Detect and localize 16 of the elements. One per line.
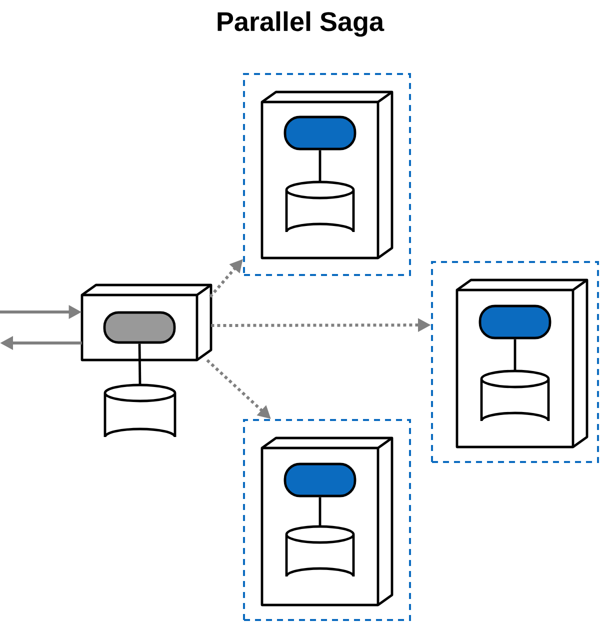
- connector-line: [318, 150, 322, 182]
- title: Parallel Saga: [218, 11, 384, 37]
- database-cylinder: [480, 370, 550, 422]
- service-capsule: [478, 304, 552, 340]
- service-capsule: [103, 311, 176, 344]
- database-cylinder: [285, 180, 355, 234]
- service-capsule: [284, 116, 356, 150]
- connector-line: [138, 344, 142, 385]
- database-cylinder: [285, 525, 355, 578]
- dashed-boundary: [243, 419, 411, 621]
- connector-line: [318, 497, 322, 526]
- dashed-boundary: [243, 73, 411, 276]
- service-capsule: [284, 462, 356, 498]
- database-cylinder: [104, 384, 176, 438]
- dashed-boundary: [431, 261, 599, 463]
- connector-line: [514, 339, 516, 371]
